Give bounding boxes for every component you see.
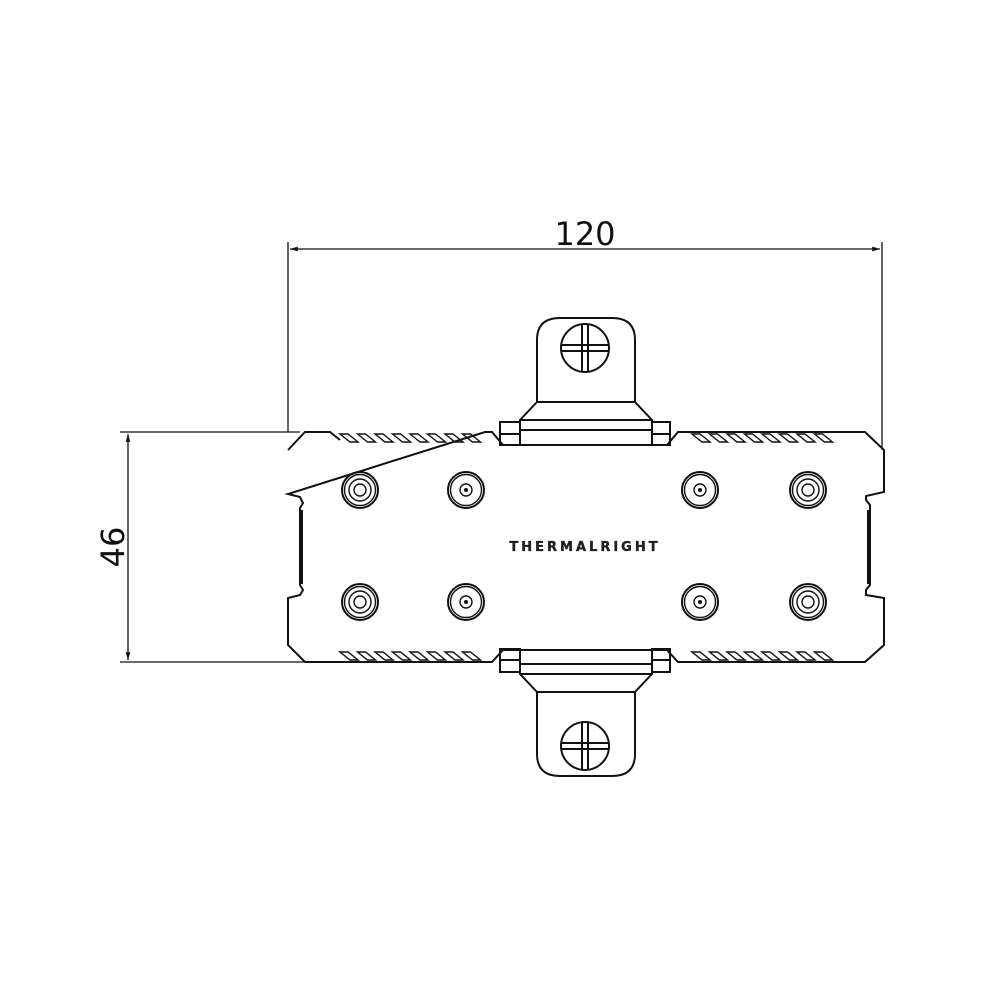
vent-slot [690, 651, 712, 661]
vent-slot [408, 433, 430, 443]
vent-slot [690, 433, 712, 443]
screw [681, 471, 719, 509]
vent-slot [777, 651, 800, 661]
vent-slot [425, 651, 448, 661]
width-dimension: 120 [287, 215, 883, 450]
vent-slot [355, 651, 378, 661]
vent-slot [425, 433, 448, 443]
vent-slot [742, 651, 765, 661]
screw [447, 471, 485, 509]
screw [447, 583, 485, 621]
vent-slot [777, 433, 800, 443]
vent-slot [373, 651, 395, 661]
vent-slot [760, 433, 782, 443]
bottom-mounting-bracket [499, 648, 671, 777]
vent-slot [725, 433, 747, 443]
vent-slot [707, 433, 730, 443]
mounting-plate [284, 431, 885, 663]
vent-slot [707, 651, 730, 661]
vent-slot [795, 433, 817, 443]
height-label: 46 [94, 527, 132, 568]
vent-slot [742, 433, 765, 443]
screw [789, 471, 827, 509]
vent-slot [390, 651, 413, 661]
vent-slot [355, 433, 378, 443]
screw [341, 471, 379, 509]
vent-slot [338, 433, 360, 443]
vent-slot [760, 651, 782, 661]
vent-slot [812, 433, 835, 443]
vent-slot [812, 651, 835, 661]
height-dimension: 46 [94, 431, 305, 663]
screw [789, 583, 827, 621]
vent-slot [725, 651, 747, 661]
width-label: 120 [554, 215, 615, 253]
vent-slot [795, 651, 817, 661]
screw [341, 583, 379, 621]
vent-slot [443, 433, 465, 443]
screw [681, 583, 719, 621]
vent-slot [460, 433, 483, 443]
screw-head-icon [560, 721, 610, 771]
vent-slot [338, 651, 360, 661]
brand-logo: THERMALRIGHT [509, 540, 660, 555]
vent-slot [408, 651, 430, 661]
vent-slot [460, 651, 483, 661]
top-mounting-bracket [499, 317, 671, 446]
vent-slot [373, 433, 395, 443]
vent-slot [443, 651, 465, 661]
vent-slot [390, 433, 413, 443]
screw-head-icon [560, 323, 610, 373]
